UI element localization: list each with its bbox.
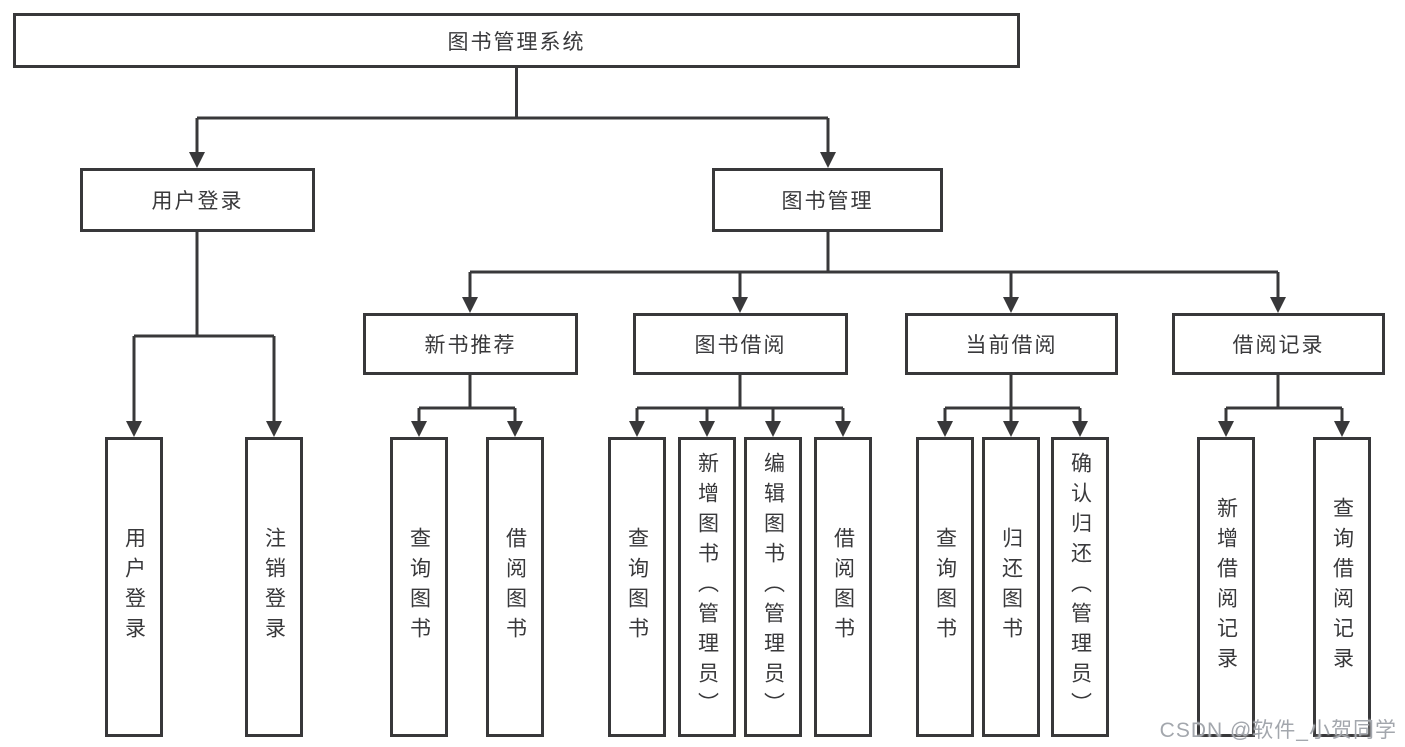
arrow-down-icon: [835, 421, 851, 437]
node-borrowing-records: 借阅记录: [1172, 313, 1385, 375]
csdn-watermark: CSDN @软件_小贺同学: [1159, 719, 1397, 742]
leaf-borrow-books-newbook-label: 借阅图书: [503, 527, 527, 647]
arrow-down-icon: [462, 297, 478, 313]
leaf-borrow-books-newbook: 借阅图书: [486, 437, 544, 737]
node-current-borrowing-label: 当前借阅: [965, 334, 1058, 357]
node-book-borrowing: 图书借阅: [633, 313, 848, 375]
arrow-down-icon: [765, 421, 781, 437]
arrow-down-icon: [1003, 421, 1019, 437]
node-book-management: 图书管理: [712, 168, 943, 232]
arrow-down-icon: [699, 421, 715, 437]
leaf-edit-book-admin-label: 编辑图书（管理员）: [761, 452, 785, 722]
connector-borrowing-records-to-leaves: [1218, 375, 1350, 437]
node-new-book-recommend: 新书推荐: [363, 313, 578, 375]
leaf-query-books-borrowing-label: 查询图书: [625, 527, 649, 647]
node-user-login: 用户登录: [80, 168, 315, 232]
node-user-login-label: 用户登录: [151, 190, 244, 213]
leaf-user-login: 用户登录: [105, 437, 163, 737]
leaf-confirm-return-admin: 确认归还（管理员）: [1051, 437, 1109, 737]
arrow-down-icon: [629, 421, 645, 437]
leaf-return-books: 归还图书: [982, 437, 1040, 737]
leaf-query-borrow-record-label: 查询借阅记录: [1330, 497, 1354, 677]
leaf-query-books-borrowing: 查询图书: [608, 437, 666, 737]
leaf-edit-book-admin: 编辑图书（管理员）: [744, 437, 802, 737]
arrow-down-icon: [937, 421, 953, 437]
leaf-confirm-return-admin-label: 确认归还（管理员）: [1068, 452, 1092, 722]
leaf-return-books-label: 归还图书: [999, 527, 1023, 647]
node-borrowing-records-label: 借阅记录: [1232, 334, 1325, 357]
node-root-system: 图书管理系统: [13, 13, 1020, 68]
connector-current-borrowing-to-leaves: [937, 375, 1088, 437]
leaf-add-borrow-record: 新增借阅记录: [1197, 437, 1255, 737]
leaf-query-borrow-record: 查询借阅记录: [1313, 437, 1371, 737]
leaf-logout-label: 注销登录: [262, 527, 286, 647]
arrow-down-icon: [411, 421, 427, 437]
leaf-query-books-newbook: 查询图书: [390, 437, 448, 737]
arrow-down-icon: [732, 297, 748, 313]
leaf-logout: 注销登录: [245, 437, 303, 737]
arrow-down-icon: [1270, 297, 1286, 313]
leaf-query-books-newbook-label: 查询图书: [407, 527, 431, 647]
arrow-down-icon: [1334, 421, 1350, 437]
arrow-down-icon: [189, 152, 205, 168]
leaf-query-books-current: 查询图书: [916, 437, 974, 737]
leaf-add-borrow-record-label: 新增借阅记录: [1214, 497, 1238, 677]
leaf-borrow-books-borrowing: 借阅图书: [814, 437, 872, 737]
arrow-down-icon: [126, 421, 142, 437]
node-root-label: 图书管理系统: [447, 30, 586, 54]
leaf-add-book-admin-label: 新增图书（管理员）: [695, 452, 719, 722]
node-new-book-recommend-label: 新书推荐: [424, 334, 517, 357]
node-book-borrowing-label: 图书借阅: [694, 334, 787, 357]
arrow-down-icon: [1072, 421, 1088, 437]
node-book-management-label: 图书管理: [781, 190, 874, 213]
leaf-query-books-current-label: 查询图书: [933, 527, 957, 647]
arrow-down-icon: [1003, 297, 1019, 313]
arrow-down-icon: [1218, 421, 1234, 437]
connector-root-to-level2: [189, 68, 836, 168]
arrow-down-icon: [266, 421, 282, 437]
leaf-user-login-label: 用户登录: [122, 527, 146, 647]
arrow-down-icon: [507, 421, 523, 437]
connector-user-login-to-leaves: [126, 232, 282, 437]
connector-book-borrowing-to-leaves: [629, 375, 851, 437]
connector-new-book-to-leaves: [411, 375, 523, 437]
leaf-borrow-books-borrowing-label: 借阅图书: [831, 527, 855, 647]
arrow-down-icon: [820, 152, 836, 168]
connector-book-management-to-level3: [462, 232, 1286, 313]
leaf-add-book-admin: 新增图书（管理员）: [678, 437, 736, 737]
node-current-borrowing: 当前借阅: [905, 313, 1118, 375]
